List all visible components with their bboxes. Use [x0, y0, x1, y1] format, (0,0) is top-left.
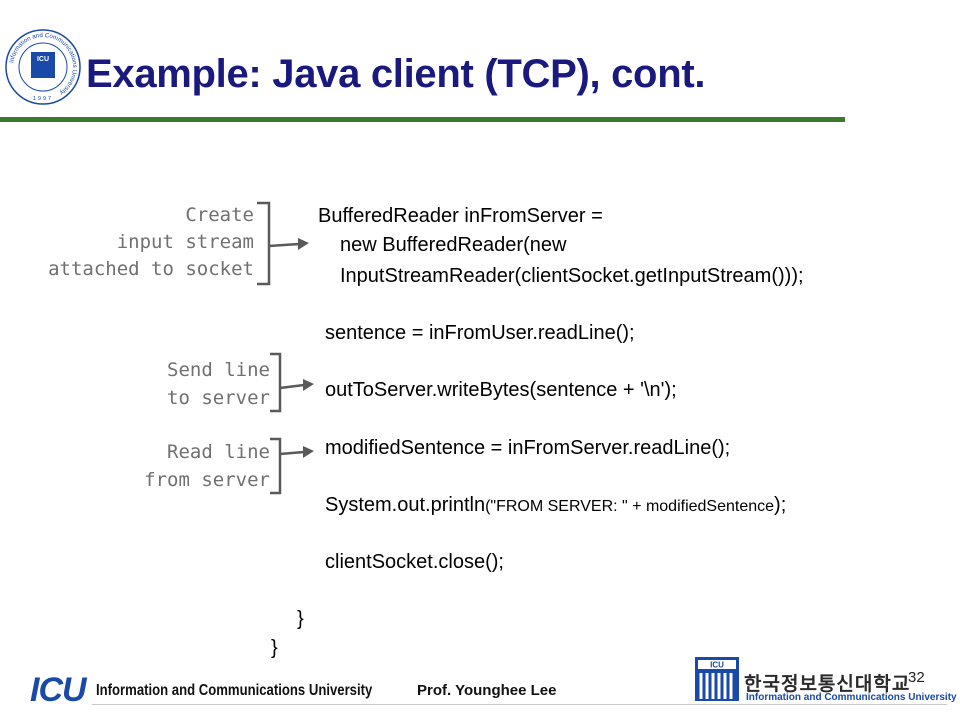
university-seal-logo: Information and Communications Universit… — [5, 29, 81, 105]
icu-emblem-logo: ICU — [695, 657, 739, 701]
slide-title: Example: Java client (TCP), cont. — [86, 52, 706, 96]
footer-divider — [92, 704, 947, 705]
code-line: sentence = inFromUser.readLine(); — [325, 322, 635, 344]
title-divider — [0, 117, 845, 122]
annotation-create: Create input stream attached to socket — [48, 201, 254, 283]
code-line: modifiedSentence = inFromServer.readLine… — [325, 437, 731, 459]
korean-university-name: 한국정보통신대학교 — [744, 673, 911, 695]
code-closing-brace: } — [271, 637, 278, 659]
seal-year: 1997 — [33, 96, 53, 102]
bracket-arrow-create — [257, 201, 309, 286]
annotation-line: attached to socket — [48, 258, 254, 280]
annotation-line: Send line — [167, 359, 270, 381]
author-name: Prof. Younghee Lee — [417, 682, 557, 699]
code-line: outToServer.writeBytes(sentence + '\n'); — [325, 379, 677, 401]
bracket-arrow-read — [270, 437, 314, 495]
code-line: InputStreamReader(clientSocket.getInputS… — [340, 265, 804, 287]
code-segment: ("FROM SERVER: " + modifiedSentence — [485, 498, 775, 515]
annotation-line: input stream — [116, 231, 254, 253]
seal-abbrev: ICU — [37, 56, 49, 63]
annotation-send: Send line to server — [167, 356, 270, 412]
bracket-arrow-send — [270, 352, 314, 413]
code-line: BufferedReader inFromServer = — [318, 205, 603, 227]
code-segment: System.out.println — [325, 494, 486, 516]
icu-logo: ICU — [30, 671, 87, 709]
university-name: Information and Communications Universit… — [96, 682, 373, 699]
emblem-abbrev: ICU — [710, 661, 724, 670]
code-line: new BufferedReader(new — [340, 234, 567, 256]
annotation-read: Read line from server — [144, 438, 270, 494]
code-line: clientSocket.close(); — [325, 551, 504, 573]
code-closing-brace: } — [297, 608, 304, 630]
code-line: System.out.println("FROM SERVER: " + mod… — [325, 491, 786, 521]
page-number: 32 — [908, 669, 925, 686]
code-segment: ); — [774, 494, 787, 516]
annotation-line: Create — [185, 204, 254, 226]
annotation-line: to server — [167, 387, 270, 409]
annotation-line: from server — [144, 469, 270, 491]
annotation-line: Read line — [167, 441, 270, 463]
english-university-subtitle: Information and Communications Universit… — [746, 692, 957, 703]
